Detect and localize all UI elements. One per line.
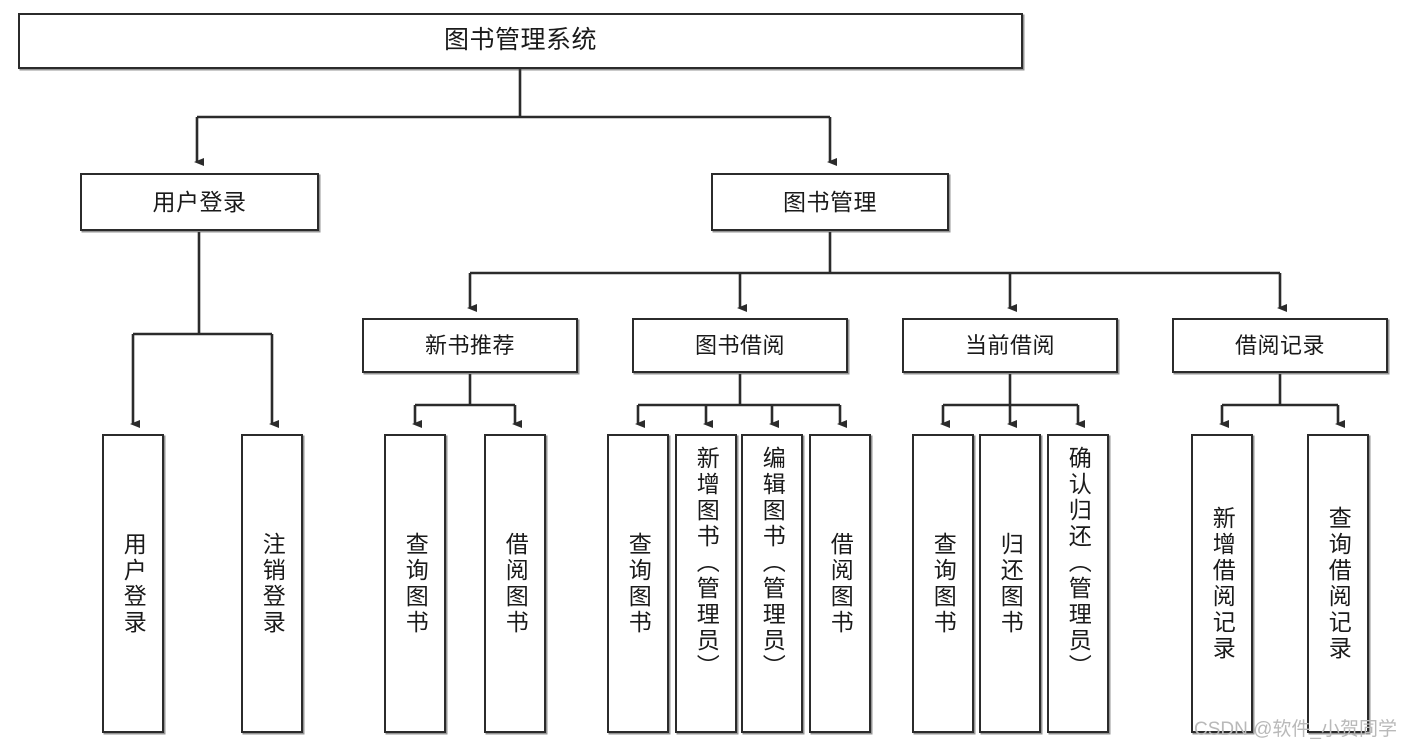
node-current-borrow[interactable]: 当前借阅 (902, 318, 1118, 373)
leaf-label: 注销登录 (259, 531, 286, 636)
node-borrow-record-label: 借阅记录 (1234, 332, 1325, 358)
node-borrow-record[interactable]: 借阅记录 (1172, 318, 1388, 373)
leaf-current-borrow-return-book[interactable]: 归还图书 (979, 434, 1041, 733)
leaf-borrow-record-add-record[interactable]: 新增借阅记录 (1191, 434, 1253, 733)
leaf-book-borrow-query-book[interactable]: 查询图书 (607, 434, 669, 733)
leaf-label: 借阅图书 (502, 531, 529, 636)
leaf-label: 借阅图书 (827, 531, 854, 636)
node-user-login-label: 用户登录 (152, 188, 247, 215)
leaf-book-borrow-add-book-admin[interactable]: 新增图书（管理员） (675, 434, 737, 733)
leaf-book-borrow-edit-book-admin[interactable]: 编辑图书（管理员） (741, 434, 803, 733)
node-root-label: 图书管理系统 (443, 26, 597, 55)
node-new-book-recommend[interactable]: 新书推荐 (362, 318, 578, 373)
leaf-current-borrow-confirm-return-admin[interactable]: 确认归还（管理员） (1047, 434, 1109, 733)
leaf-label: 新增借阅记录 (1209, 505, 1236, 662)
leaf-label: 编辑图书（管理员） (759, 446, 786, 680)
leaf-label: 查询图书 (625, 531, 652, 636)
node-new-book-recommend-label: 新书推荐 (424, 332, 515, 358)
leaf-label: 归还图书 (997, 531, 1024, 636)
leaf-label: 确认归还（管理员） (1065, 446, 1092, 680)
leaf-label: 查询借阅记录 (1325, 505, 1352, 662)
leaf-borrow-record-query-record[interactable]: 查询借阅记录 (1307, 434, 1369, 733)
node-user-login[interactable]: 用户登录 (80, 173, 319, 231)
leaf-current-borrow-query-book[interactable]: 查询图书 (912, 434, 974, 733)
leaf-label: 查询图书 (402, 531, 429, 636)
leaf-label: 新增图书（管理员） (693, 446, 720, 680)
node-book-management-label: 图书管理 (783, 188, 877, 215)
leaf-user-login-logout[interactable]: 注销登录 (241, 434, 303, 733)
leaf-user-login-login[interactable]: 用户登录 (102, 434, 164, 733)
watermark-text: CSDN @软件_小贺同学 (1194, 719, 1397, 740)
leaf-new-book-query-book[interactable]: 查询图书 (384, 434, 446, 733)
node-current-borrow-label: 当前借阅 (964, 332, 1055, 358)
leaf-book-borrow-borrow-book[interactable]: 借阅图书 (809, 434, 871, 733)
node-book-borrow[interactable]: 图书借阅 (632, 318, 848, 373)
leaf-label: 查询图书 (930, 531, 957, 636)
leaf-label: 用户登录 (120, 531, 147, 636)
node-book-borrow-label: 图书借阅 (694, 332, 785, 358)
leaf-new-book-borrow-book[interactable]: 借阅图书 (484, 434, 546, 733)
node-book-management[interactable]: 图书管理 (711, 173, 949, 231)
node-root-book-management-system[interactable]: 图书管理系统 (18, 13, 1023, 69)
